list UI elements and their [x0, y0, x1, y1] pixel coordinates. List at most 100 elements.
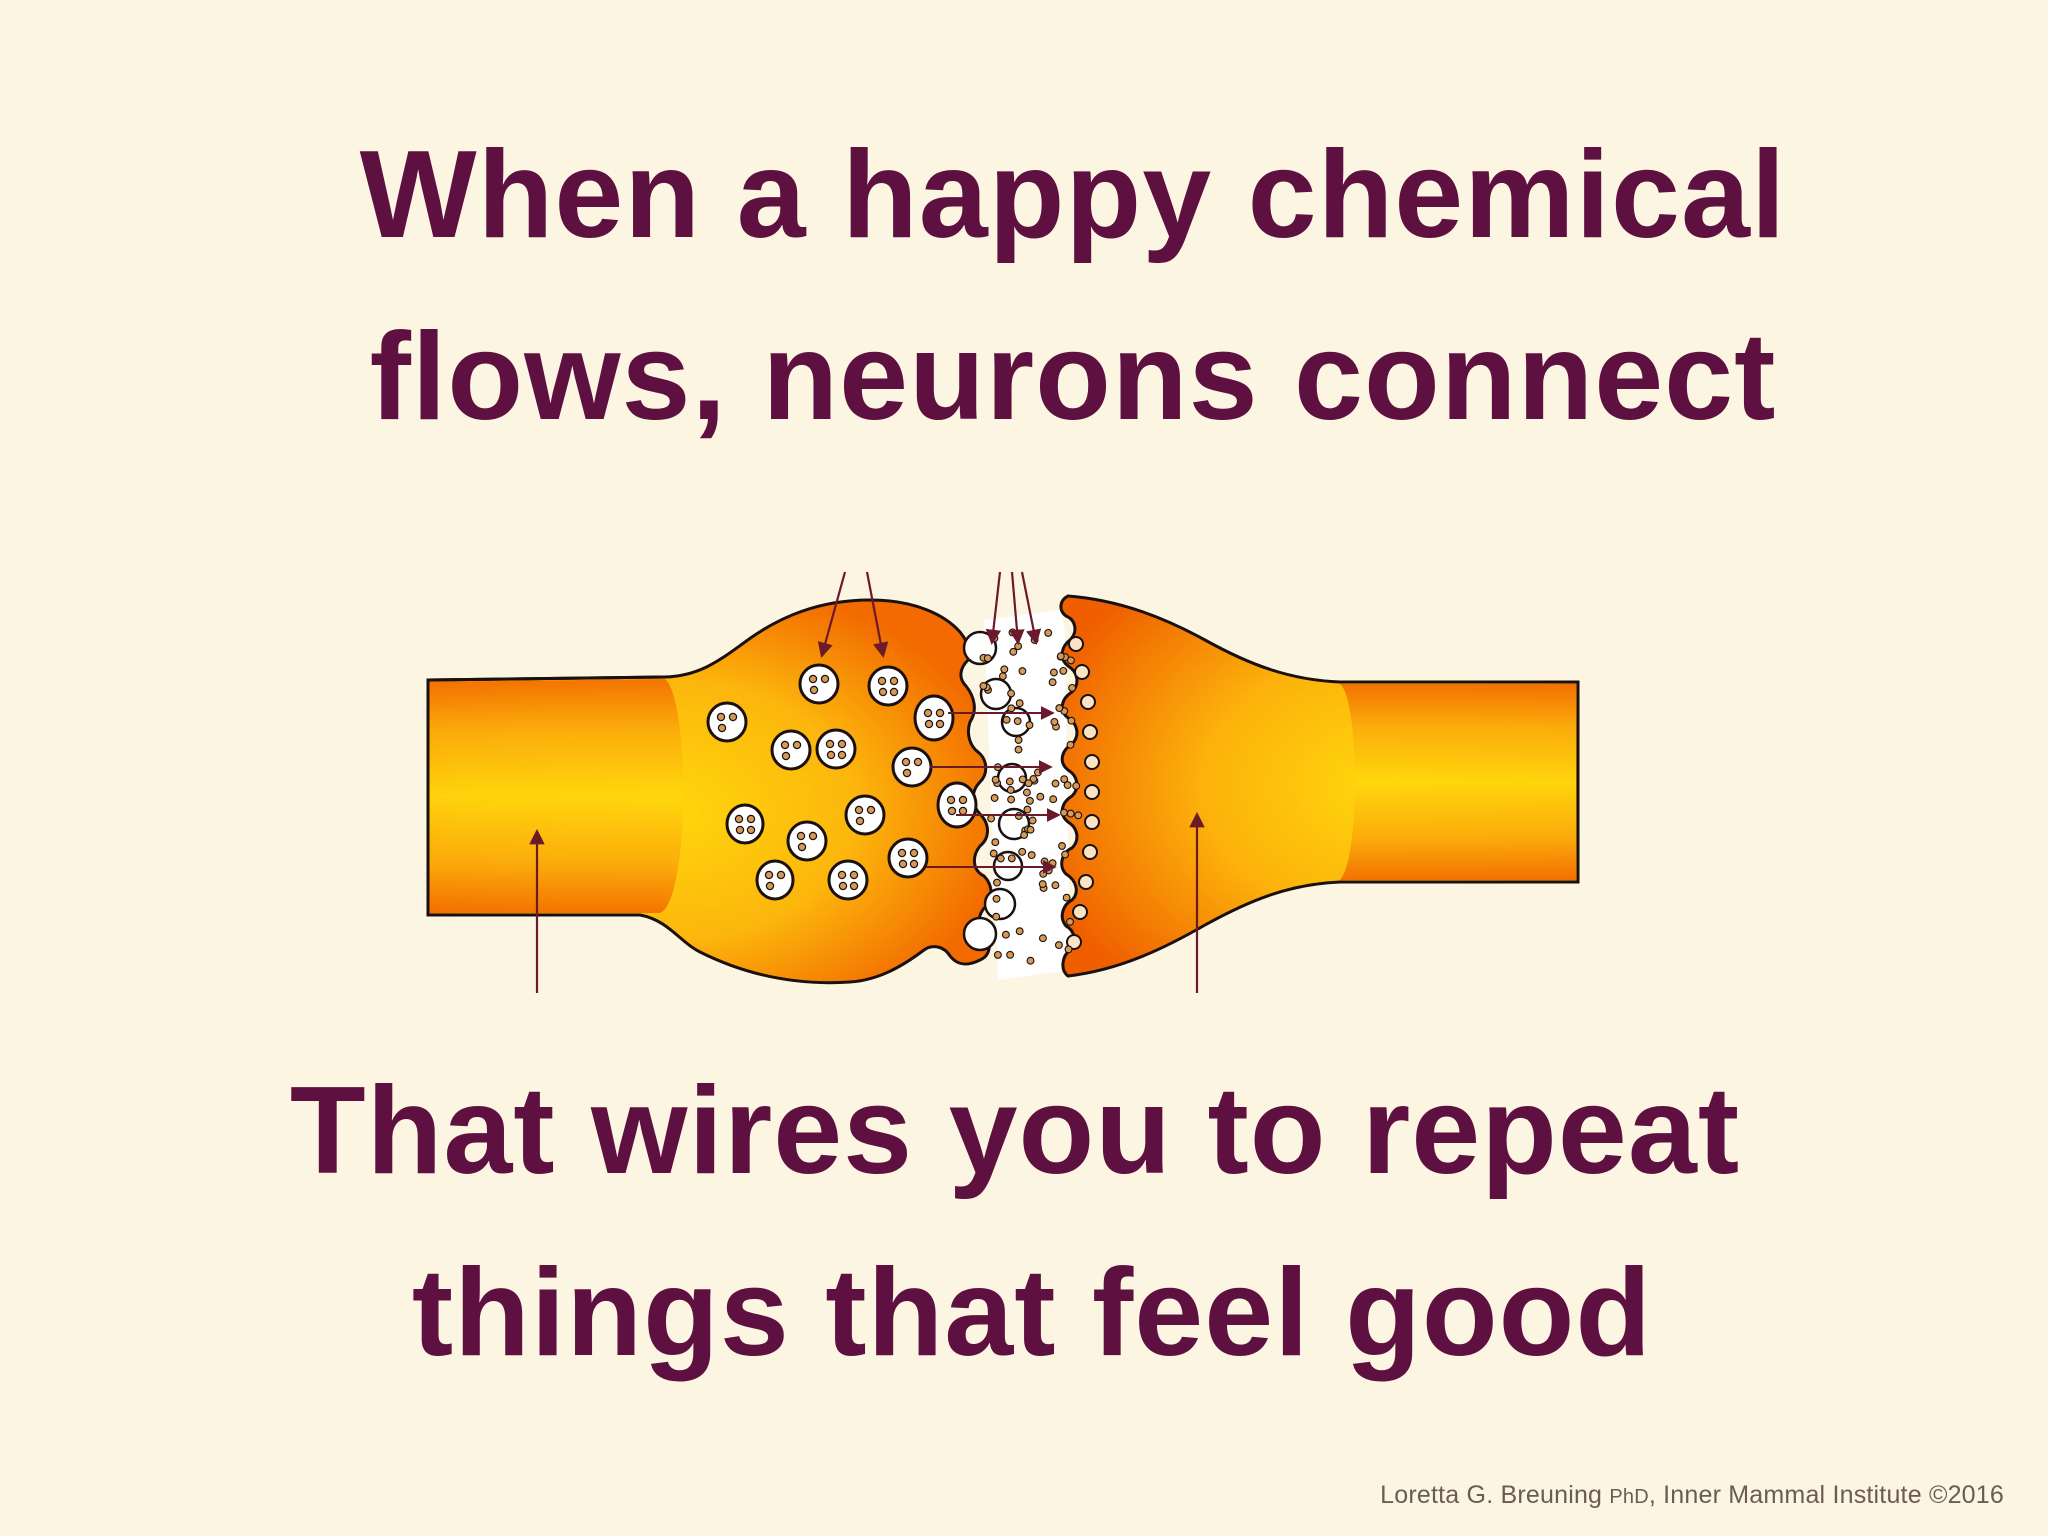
neurotransmitter-dot — [1001, 930, 1010, 939]
neurotransmitter-dot — [996, 854, 1005, 863]
credit-copyright: ©2016 — [1928, 1481, 2004, 1509]
neurotransmitter-dot — [1007, 795, 1016, 804]
neurotransmitter-dot — [1008, 628, 1017, 637]
neurotransmitter-dot — [1063, 781, 1072, 790]
neurotransmitter-dot — [1024, 779, 1033, 788]
neurotransmitter-dot — [1029, 775, 1038, 783]
credit-line: Loretta G. Breuning PhD, Inner Mammal In… — [1380, 1481, 2004, 1510]
neurotransmitter-dot — [1062, 893, 1071, 902]
neurotransmitter-dot — [1038, 880, 1047, 889]
neurotransmitter-dot — [1066, 917, 1074, 926]
neurotransmitter-dot — [1005, 777, 1014, 786]
neurotransmitter-dot — [1039, 869, 1048, 878]
neurotransmitter-dot — [1066, 740, 1075, 749]
top-signal-arrows — [817, 571, 1042, 659]
credit-institute: , Inner Mammal Institute — [1648, 1481, 1922, 1509]
neurotransmitter-dot — [1066, 656, 1075, 665]
neurotransmitter-dot — [1028, 816, 1037, 825]
neurotransmitter-dot — [1066, 809, 1075, 818]
release-arrows — [926, 706, 1061, 874]
neurotransmitter-dot — [1051, 881, 1060, 890]
neurotransmitter-dot — [1025, 721, 1034, 730]
neurotransmitter-dot — [1064, 945, 1073, 954]
signal-direction-arrows — [529, 811, 1205, 993]
neurotransmitter-dot — [1007, 854, 1016, 863]
vesicle — [725, 803, 765, 845]
neurotransmitter-dot — [1033, 768, 1042, 777]
vesicle — [815, 728, 857, 770]
neurotransmitter-dot — [991, 775, 1000, 784]
neurotransmitter-dot — [987, 814, 996, 823]
neurotransmitter-dot — [1006, 950, 1015, 959]
neurotransmitter-dot — [1061, 850, 1070, 859]
neurotransmitter-dot — [1067, 716, 1076, 725]
neurotransmitter-dot — [992, 894, 1001, 903]
neurotransmitter-dot — [1056, 652, 1065, 661]
vesicle — [844, 794, 886, 836]
neurotransmitter-dot — [1014, 745, 1023, 754]
neurotransmitter-dot — [1060, 775, 1069, 784]
neurotransmitter-dot — [1018, 775, 1027, 784]
neurotransmitter-dot — [1058, 842, 1066, 850]
headline-bottom: That wires you to repeat things that fee… — [0, 1040, 2048, 1404]
neurotransmitter-dot — [991, 838, 1000, 847]
credit-degree: PhD — [1609, 1486, 1649, 1508]
neurotransmitter-dot — [1059, 666, 1068, 675]
neurotransmitter-dot — [1055, 704, 1064, 713]
neurotransmitter-dot — [990, 794, 999, 802]
neurotransmitter-dot — [989, 849, 998, 858]
neurotransmitter-dot — [1026, 825, 1035, 834]
vesicle — [936, 781, 978, 829]
headline-bottom-line-2: things that feel good — [411, 1244, 1653, 1382]
neurotransmitter-dot — [1013, 717, 1022, 726]
vesicle — [891, 746, 933, 788]
neurotransmitter-dot — [1027, 851, 1036, 860]
vesicle — [913, 694, 955, 742]
presynaptic-neuron — [426, 598, 993, 985]
neurotransmitter-dot — [1015, 699, 1024, 708]
vesicle — [827, 859, 869, 901]
neurotransmitter-dot — [1048, 859, 1057, 868]
neurotransmitter-dot — [1040, 857, 1049, 866]
postsynaptic-neuron — [1059, 594, 1580, 978]
neurotransmitter-dot — [1023, 805, 1032, 814]
neurotransmitter-dot — [979, 682, 988, 690]
synapse-diagram — [426, 571, 1580, 993]
vesicle — [867, 665, 909, 707]
headline-bottom-line-1: That wires you to repeat — [289, 1062, 1741, 1200]
neurotransmitter-dot — [1054, 941, 1063, 950]
neurotransmitter-dot — [1015, 927, 1024, 936]
vesicle — [887, 837, 929, 879]
neurotransmitter-dot — [1014, 642, 1023, 651]
neurotransmitter-dot — [1006, 786, 1015, 794]
neurotransmitter-dot — [1018, 847, 1027, 856]
neurotransmitter-dot — [1000, 665, 1009, 674]
neurotransmitter-dot — [998, 672, 1007, 681]
neurotransmitter-dot — [1038, 934, 1047, 943]
neurotransmitter-dot — [1048, 678, 1057, 687]
neurotransmitter-dot — [1074, 811, 1083, 820]
headline-top-line-2: flows, neurons connect — [369, 308, 1777, 446]
vesicle — [770, 729, 812, 771]
credit-author: Loretta G. Breuning — [1380, 1481, 1603, 1509]
neurotransmitter-dot — [1009, 647, 1018, 656]
neurotransmitter-dot — [1007, 704, 1016, 713]
vesicle — [706, 701, 748, 743]
vesicle — [786, 820, 828, 862]
headline-top-line-1: When a happy chemical — [359, 126, 1787, 264]
neurotransmitter-dot — [993, 950, 1002, 959]
neurotransmitter-dot — [1044, 628, 1053, 637]
neurotransmitter-dot — [1051, 779, 1060, 788]
neurotransmitter-dot — [1072, 781, 1081, 790]
neurotransmitter-dot — [993, 878, 1001, 887]
neurotransmitter-dot — [1022, 788, 1031, 797]
neurotransmitter-dot — [1036, 792, 1045, 801]
neurotransmitter-dot — [1026, 956, 1035, 965]
neurotransmitter-dot — [1025, 796, 1034, 805]
headline-top: When a happy chemical flows, neurons con… — [0, 104, 2048, 468]
vesicle — [755, 859, 795, 901]
vesicle — [798, 663, 840, 705]
neurotransmitter-dot — [1020, 831, 1029, 839]
neurotransmitter-dot — [1007, 689, 1016, 698]
neurotransmitter-dot — [983, 654, 992, 663]
